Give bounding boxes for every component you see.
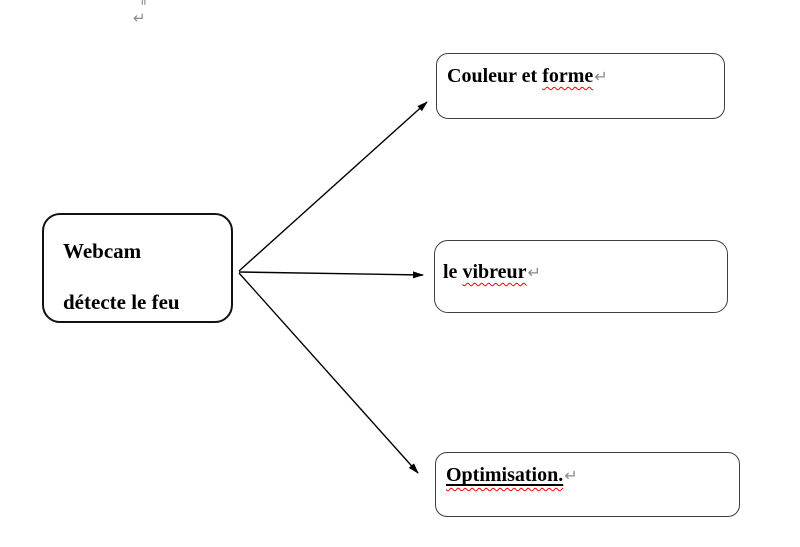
node-optimisation-misspelled-word: Optimisation. <box>446 464 564 486</box>
pilcrow-mark-clipped: ¶ <box>137 0 147 6</box>
node-webcam-line1: Webcam <box>63 239 142 263</box>
node-le-vibreur[interactable]: le vibreur↵ <box>434 240 728 313</box>
return-mark-top: ↵ <box>133 9 146 27</box>
return-mark-vibreur: ↵ <box>527 263 541 282</box>
node-couleur-misspelled-word: forme <box>542 65 594 87</box>
return-mark-couleur: ↵ <box>594 67 608 86</box>
arrow-webcam-to-optimisation[interactable] <box>238 272 419 474</box>
node-optimisation-underlined: Optimisation. <box>446 464 563 486</box>
arrow-webcam-to-vibreur[interactable] <box>238 271 424 279</box>
return-mark-optimisation: ↵ <box>564 466 578 485</box>
arrow-webcam-to-couleur[interactable] <box>238 101 428 272</box>
node-vibreur-text: le <box>443 261 463 283</box>
node-webcam-line2: détecte le feu <box>63 290 180 314</box>
node-couleur-text: Couleur et <box>447 65 543 87</box>
node-optimisation[interactable]: Optimisation.↵ <box>435 452 740 517</box>
node-webcam-detecte-le-feu[interactable]: Webcam détecte le feu <box>42 213 233 323</box>
node-couleur-et-forme[interactable]: Couleur et forme↵ <box>436 53 725 119</box>
node-vibreur-misspelled-word: vibreur <box>462 261 527 283</box>
